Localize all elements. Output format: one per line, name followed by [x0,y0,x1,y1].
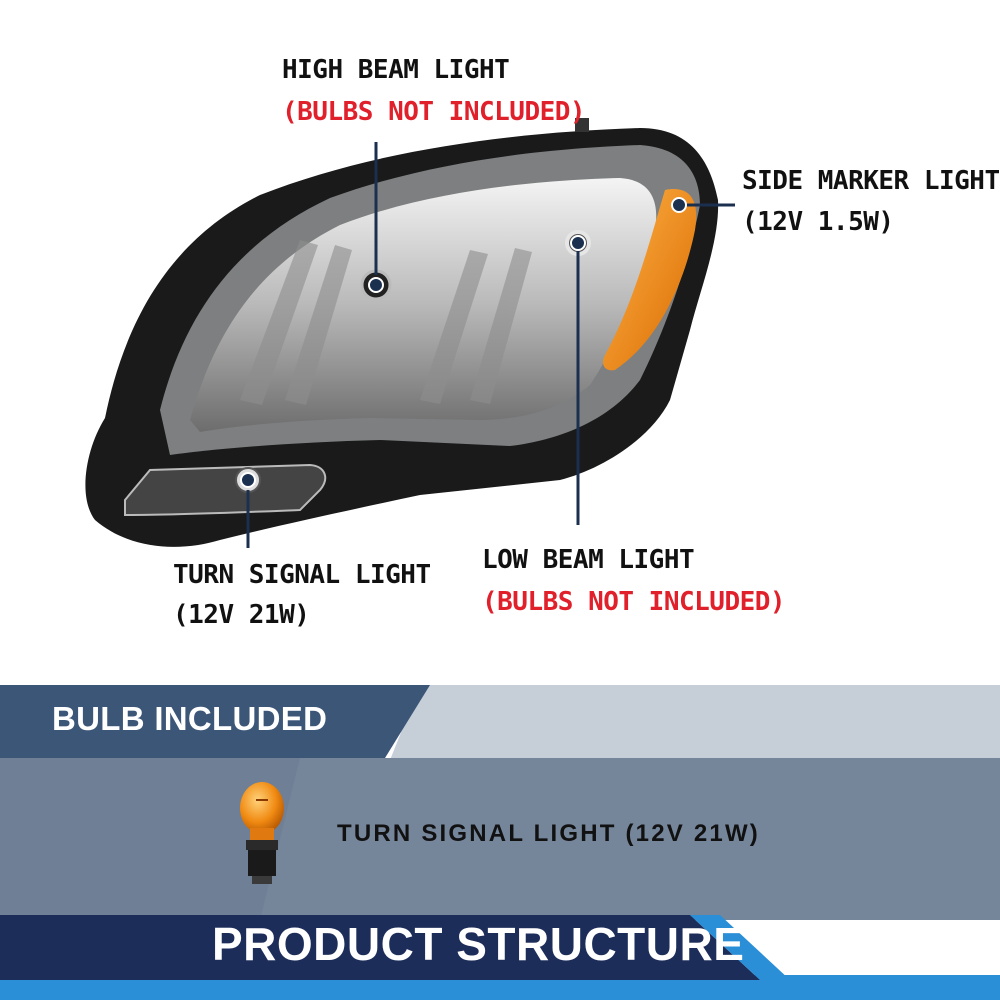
low-beam-note: (BULBS NOT INCLUDED) [482,587,786,617]
reflector-fins [240,240,532,405]
side-marker-lens [603,189,697,371]
bulb-header-banner [0,685,430,758]
turn-signal-lens [124,463,327,517]
high-beam-note: (BULBS NOT INCLUDED) [282,97,586,127]
callout-leaders [246,142,735,548]
mounting-tab [575,118,589,132]
headlight-illustration [85,118,735,548]
footer-banner [0,915,760,980]
amber-bulb-icon [240,782,284,884]
turn-signal-label: TURN SIGNAL LIGHT [173,560,431,590]
product-structure-title: PRODUCT STRUCTURE [212,918,745,970]
turn-signal-spec: (12V 21W) [173,600,310,630]
side-marker-label: SIDE MARKER LIGHT [742,166,1000,196]
bulb-item-description: TURN SIGNAL LIGHT (12V 21W) [337,820,760,847]
callout-dots [240,197,687,488]
bulb-included-heading: BULB INCLUDED [52,700,328,737]
low-beam-label: LOW BEAM LIGHT [482,545,695,575]
high-beam-label: HIGH BEAM LIGHT [282,55,510,85]
side-marker-spec: (12V 1.5W) [742,207,894,237]
